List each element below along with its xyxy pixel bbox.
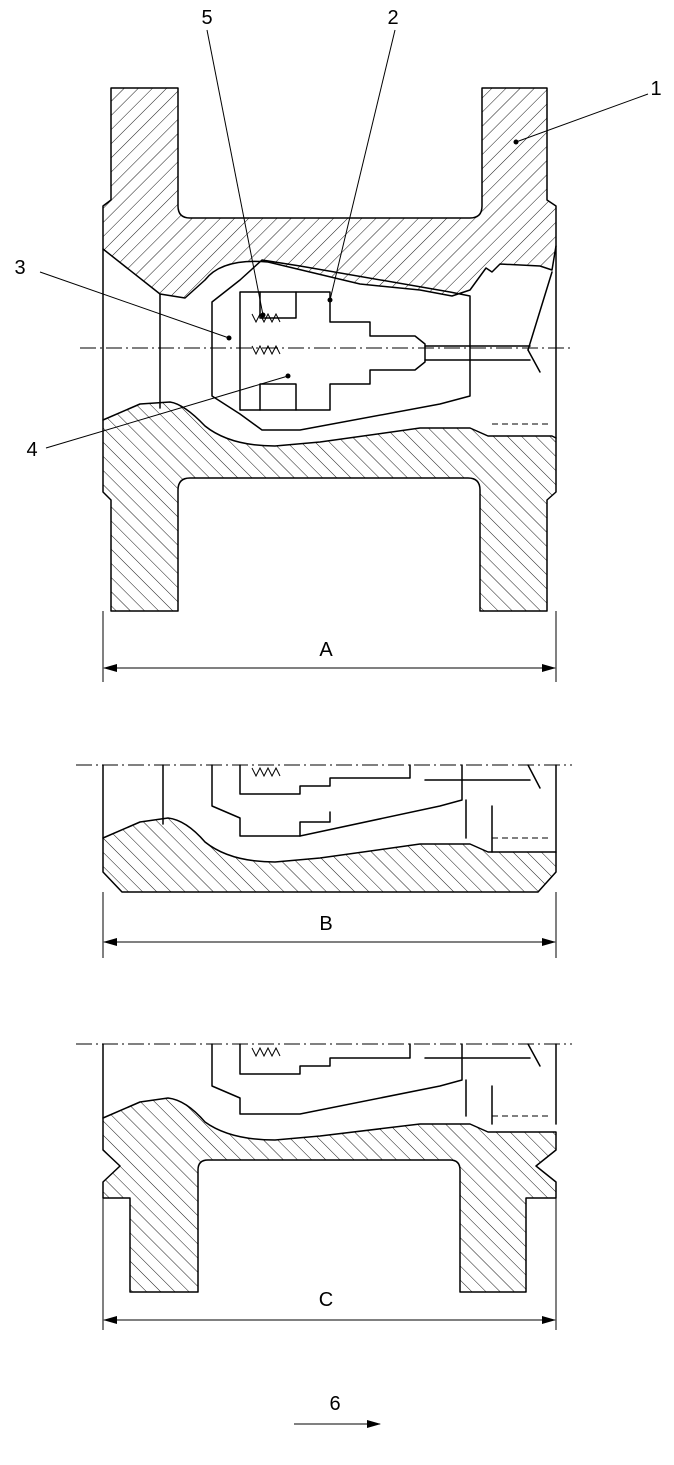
callout-5: 5 xyxy=(201,7,212,29)
dimension-label-c: C xyxy=(319,1289,333,1311)
view-a-flanged: A xyxy=(80,87,572,682)
spring-c xyxy=(251,1046,281,1058)
view-b-wafer: B xyxy=(76,764,572,958)
lower-body-section xyxy=(102,401,557,612)
callout-1: 1 xyxy=(650,78,661,100)
dimension-label-a: A xyxy=(319,639,333,661)
spring-upper xyxy=(251,312,281,324)
callout-4: 4 xyxy=(26,439,37,461)
callouts: 1 2 3 4 5 xyxy=(14,7,661,461)
lug-body-section xyxy=(102,1097,557,1293)
callout-3: 3 xyxy=(14,257,25,279)
disc-outline xyxy=(211,259,471,431)
upper-body-section xyxy=(102,87,557,299)
callout-2: 2 xyxy=(387,7,398,29)
view-c-lug: C xyxy=(76,1043,572,1330)
callout-6: 6 xyxy=(329,1393,340,1415)
flow-direction: 6 xyxy=(294,1393,381,1428)
spring-b xyxy=(251,766,281,778)
spring-lower xyxy=(251,344,281,356)
dimension-label-b: B xyxy=(319,913,332,935)
wafer-body-section xyxy=(102,817,557,893)
